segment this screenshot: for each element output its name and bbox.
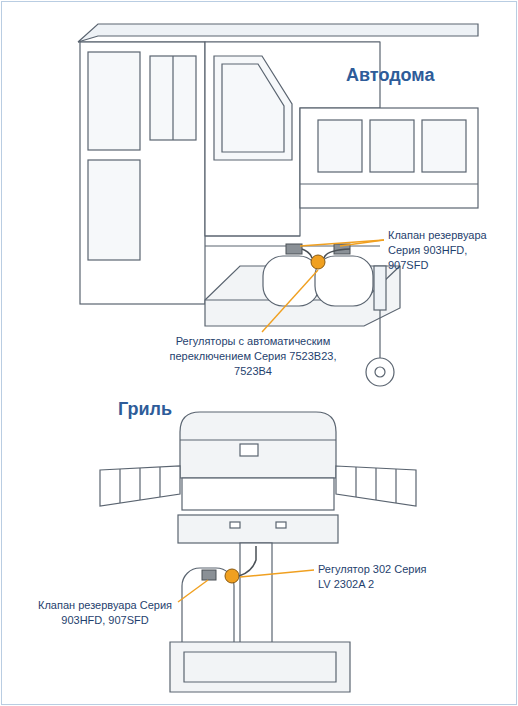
jack-post (374, 266, 386, 310)
side-shelf (336, 466, 416, 506)
leader-line (240, 570, 314, 577)
bottom-shelf (178, 515, 338, 543)
left-wall (80, 42, 205, 304)
logo (240, 444, 258, 456)
slanted-window-inner (222, 64, 284, 152)
post (240, 543, 272, 643)
side-shelf (100, 466, 180, 506)
slanted-window (214, 56, 292, 160)
shelf-slats (120, 467, 160, 503)
callout-label: Клапан резервуара Серия 903HFD, 907SFD (36, 598, 174, 628)
lid-line (180, 439, 336, 440)
jack-leg (379, 310, 380, 358)
jack-wheel (366, 358, 394, 386)
regulator (225, 569, 239, 583)
knob (276, 522, 286, 528)
knob (230, 522, 240, 528)
window (150, 56, 196, 140)
door-panel (88, 160, 140, 260)
leader-line (262, 270, 318, 332)
roof (78, 24, 478, 42)
window (422, 120, 466, 172)
grill (100, 412, 416, 692)
door-window (88, 52, 140, 150)
cabover (300, 108, 478, 208)
rv-fittings (286, 244, 350, 269)
wheel-hub (375, 367, 385, 377)
tank-valve (286, 244, 302, 254)
hose (239, 546, 256, 576)
grill-body (182, 478, 334, 510)
grill-fittings (202, 546, 256, 583)
motorhome (78, 24, 478, 386)
callout-label: Клапан резервуара Серия 903HFD, 907SFD (388, 228, 500, 273)
window (318, 120, 362, 172)
shelf-slats (356, 467, 396, 503)
callout-label: Регулятор 302 Серия LV 2302A 2 (318, 562, 438, 592)
callout-label: Регуляторы с автоматическим переключение… (150, 334, 356, 379)
section-heading: Гриль (118, 398, 218, 420)
leader-line (178, 580, 208, 602)
base-inner (184, 652, 336, 682)
section-heading: Автодома (346, 64, 476, 86)
window-frame (172, 56, 173, 140)
base (170, 642, 350, 692)
changeover-regulator (311, 255, 325, 269)
trim (205, 235, 300, 236)
grill-lid (180, 412, 336, 478)
leader-line (300, 240, 384, 246)
leader-lines (178, 240, 384, 602)
trim (300, 183, 478, 184)
window (370, 120, 414, 172)
tank (263, 256, 319, 306)
pigtail-hose (302, 249, 350, 258)
tank-valve (202, 570, 216, 580)
